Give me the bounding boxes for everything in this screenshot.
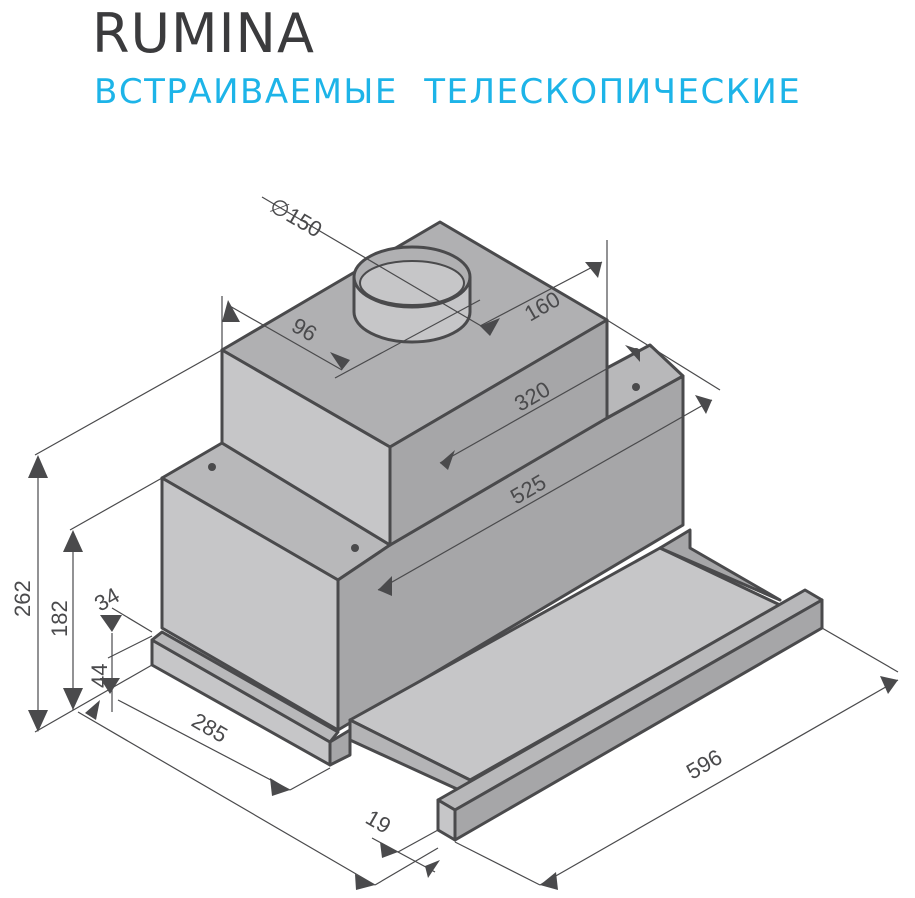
dimension-lines bbox=[34, 196, 899, 886]
dimension-arrows bbox=[28, 262, 898, 890]
dim-label-34: 34 bbox=[90, 582, 124, 616]
dim-label-262: 262 bbox=[10, 580, 35, 617]
product-subtitle: ВСТРАИВАЕМЫЕ ТЕЛЕСКОПИЧЕСКИЕ bbox=[94, 72, 802, 112]
dim-label-596: 596 bbox=[682, 744, 726, 784]
base-strip bbox=[150, 630, 352, 767]
telescopic-tray bbox=[348, 528, 782, 797]
dim-label-44: 44 bbox=[87, 664, 112, 688]
dim-label-182: 182 bbox=[47, 600, 72, 637]
dim-label-19: 19 bbox=[362, 805, 396, 839]
dim-label-duct-diameter: ∅150 bbox=[266, 193, 327, 243]
product-title: RUMINA bbox=[92, 2, 315, 65]
dim-label-285: 285 bbox=[188, 708, 232, 748]
duct-collar bbox=[352, 245, 472, 344]
